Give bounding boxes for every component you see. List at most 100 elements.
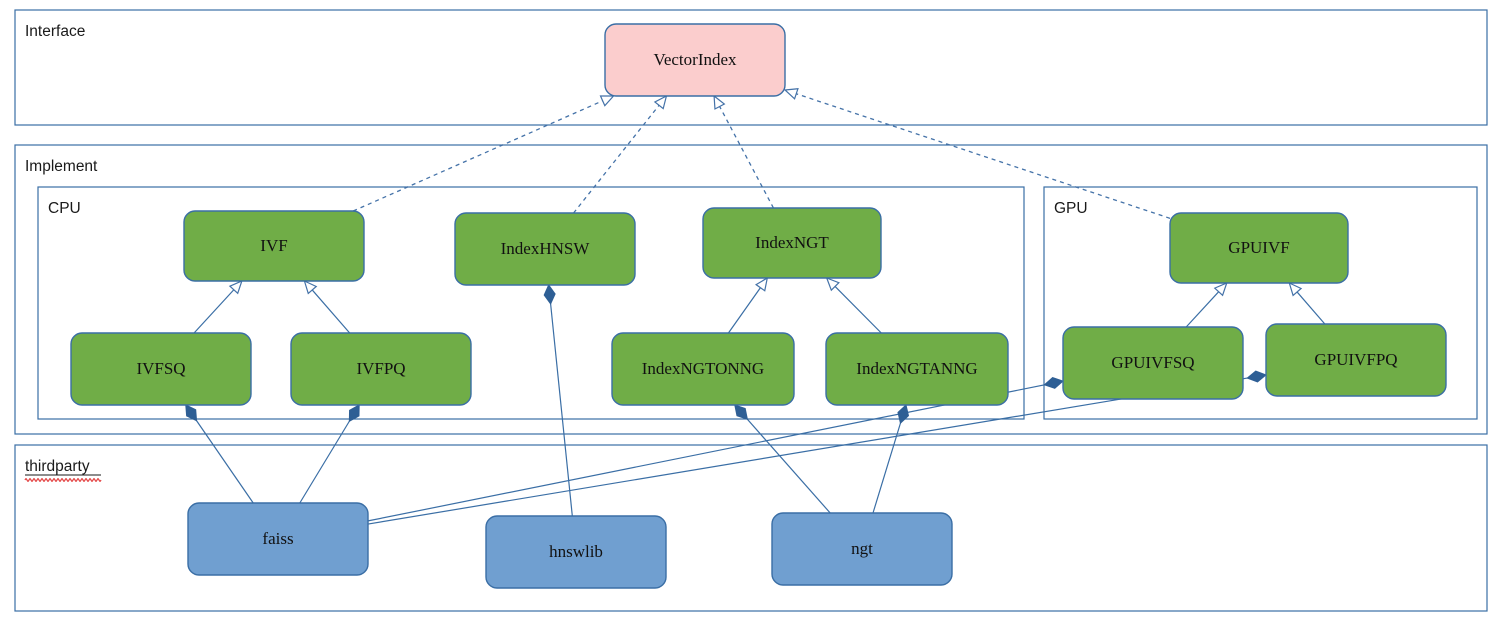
hollow-triangle-arrowhead [713, 94, 726, 110]
realization-line [573, 104, 661, 214]
generalization-line [727, 286, 762, 334]
node-box[interactable] [290, 332, 472, 406]
package-frame [37, 186, 1025, 420]
edge-hnswlib-to-indexhnsw [543, 284, 573, 517]
edge-ivfsq-to-ivf [193, 279, 243, 334]
filled-diamond-marker [348, 404, 360, 423]
filled-diamond-marker [1246, 370, 1267, 383]
node-label-gpuivf: GPUIVF [1228, 238, 1289, 257]
node-box[interactable] [611, 332, 795, 406]
class-node-ivfsq[interactable]: IVFSQ [70, 332, 252, 406]
node-label-gpuivfsq: GPUIVFSQ [1111, 353, 1194, 372]
package-cpu: CPU [37, 186, 1025, 420]
edge-ngt-to-indexngtonng [734, 404, 831, 514]
node-label-indexngt: IndexNGT [755, 233, 829, 252]
edge-indexngt-to-vectorindex [713, 94, 775, 209]
node-box[interactable] [771, 512, 953, 586]
node-label-indexngtanng: IndexNGTANNG [856, 359, 977, 378]
edge-faiss-to-ivfsq [185, 404, 254, 504]
package-frame [1043, 186, 1478, 420]
hollow-triangle-arrowhead [303, 279, 318, 295]
node-box[interactable] [70, 332, 252, 406]
node-label-ivfsq: IVFSQ [136, 359, 185, 378]
edge-gpuivf-to-vectorindex [783, 88, 1171, 219]
filled-diamond-marker [1043, 377, 1064, 389]
class-node-indexngtonng[interactable]: IndexNGTONNG [611, 332, 795, 406]
edge-ivf-to-vectorindex [352, 95, 615, 212]
node-box[interactable] [604, 23, 786, 97]
node-box[interactable] [454, 212, 636, 286]
edge-faiss-to-ivfpq [299, 404, 360, 504]
edge-ivfpq-to-ivf [303, 279, 351, 334]
edge-indexhnsw-to-vectorindex [573, 94, 668, 214]
edge-gpuivfsq-to-gpuivf [1185, 281, 1228, 328]
node-box[interactable] [702, 207, 882, 279]
generalization-line [193, 288, 235, 334]
generalization-line [1185, 290, 1220, 328]
package-gpu: GPU [1043, 186, 1478, 420]
class-node-gpuivfsq[interactable]: GPUIVFSQ [1062, 326, 1244, 400]
class-node-ivf[interactable]: IVF [183, 210, 365, 282]
package-label-implement: Implement [25, 158, 98, 175]
node-label-indexngtonng: IndexNGTONNG [642, 359, 764, 378]
class-node-indexngtanng[interactable]: IndexNGTANNG [825, 332, 1009, 406]
hollow-triangle-arrowhead [825, 276, 840, 292]
class-node-ngt[interactable]: ngt [771, 512, 953, 586]
generalization-line [834, 285, 882, 334]
class-node-gpuivfpq[interactable]: GPUIVFPQ [1265, 323, 1447, 397]
node-box[interactable] [1265, 323, 1447, 397]
hollow-triangle-arrowhead [754, 276, 769, 292]
package-label-thirdparty: thirdparty [25, 458, 90, 475]
node-label-ngt: ngt [851, 539, 873, 558]
node-label-hnswlib: hnswlib [549, 542, 603, 561]
realization-line [718, 105, 775, 209]
composition-line [548, 284, 573, 517]
filled-diamond-marker [897, 404, 910, 425]
composition-line [734, 404, 831, 514]
hollow-triangle-arrowhead [783, 88, 799, 100]
package-label-interface: Interface [25, 23, 85, 40]
hollow-triangle-arrowhead [1288, 281, 1303, 297]
hollow-triangle-arrowhead [599, 95, 615, 107]
class-node-hnswlib[interactable]: hnswlib [485, 515, 667, 589]
node-box[interactable] [1062, 326, 1244, 400]
hollow-triangle-arrowhead [228, 279, 243, 295]
node-box[interactable] [825, 332, 1009, 406]
class-node-faiss[interactable]: faiss [187, 502, 369, 576]
composition-line [367, 374, 1267, 525]
node-box[interactable] [485, 515, 667, 589]
edge-faiss-to-gpuivfpq [367, 370, 1267, 525]
node-box[interactable] [187, 502, 369, 576]
filled-diamond-marker [185, 404, 198, 422]
node-box[interactable] [1169, 212, 1349, 284]
package-label-cpu: CPU [48, 200, 81, 217]
realization-line [352, 99, 604, 212]
hollow-triangle-arrowhead [1213, 281, 1228, 297]
class-node-indexngt[interactable]: IndexNGT [702, 207, 882, 279]
edge-ngt-to-indexngtanng [872, 404, 910, 514]
package-thirdparty: thirdparty [14, 444, 1488, 612]
edge-gpuivfpq-to-gpuivf [1288, 281, 1326, 325]
hollow-triangle-arrowhead [653, 94, 668, 110]
generalization-line [1296, 290, 1326, 325]
node-label-ivfpq: IVFPQ [356, 359, 405, 378]
node-label-ivf: IVF [260, 236, 287, 255]
class-node-indexhnsw[interactable]: IndexHNSW [454, 212, 636, 286]
edge-indexngtanng-to-indexngt [825, 276, 882, 334]
filled-diamond-marker [543, 284, 556, 305]
class-node-vectorindex[interactable]: VectorIndex [604, 23, 786, 97]
class-node-gpuivf[interactable]: GPUIVF [1169, 212, 1349, 284]
relationship-edges [185, 88, 1326, 525]
node-label-gpuivfpq: GPUIVFPQ [1314, 350, 1397, 369]
spellcheck-squiggle [24, 478, 102, 482]
node-box[interactable] [183, 210, 365, 282]
generalization-line [311, 288, 351, 334]
class-node-ivfpq[interactable]: IVFPQ [290, 332, 472, 406]
node-label-vectorindex: VectorIndex [653, 50, 737, 69]
edge-indexngtonng-to-indexngt [727, 276, 769, 334]
package-label-gpu: GPU [1054, 200, 1088, 217]
realization-line [795, 92, 1171, 219]
